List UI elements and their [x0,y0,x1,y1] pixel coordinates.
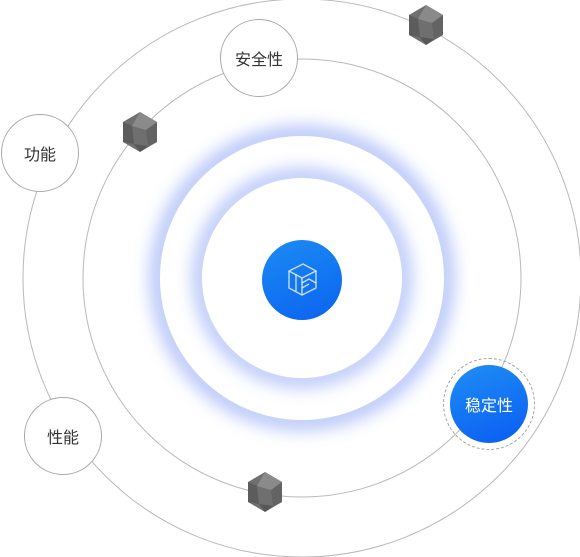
node-function[interactable]: 功能 [1,114,79,192]
node-stability-ring [443,358,535,450]
middle-orbit [82,58,522,498]
center-hub [262,240,342,320]
polyhedron-icon [123,112,157,152]
node-stability[interactable]: 稳定性 [450,365,528,443]
polyhedron-icon [248,472,282,512]
node-security[interactable]: 安全性 [220,19,298,97]
outer-glow-ring [152,128,452,428]
inner-glow-ring [195,171,409,385]
cube-logo-icon [288,263,317,296]
node-performance[interactable]: 性能 [24,397,102,475]
outer-orbit [22,0,580,557]
polyhedron-icon [409,5,443,45]
